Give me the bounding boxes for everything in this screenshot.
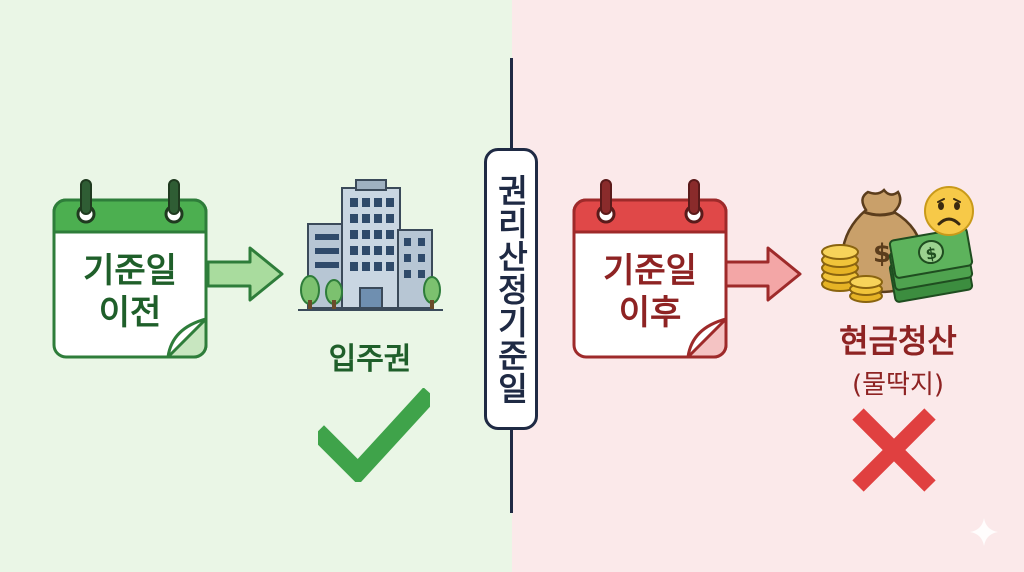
right-result-sublabel: (물딱지) bbox=[851, 370, 945, 400]
svg-text:$: $ bbox=[873, 239, 891, 269]
center-label-box: 권리산정기준일 bbox=[484, 148, 538, 430]
left-calendar-line2: 이전 bbox=[98, 293, 162, 333]
left-calendar-text: 기준일 이전 bbox=[54, 250, 206, 334]
apartment-building-icon bbox=[298, 179, 443, 311]
money-bag-icon: $ $ bbox=[821, 188, 974, 303]
svg-text:$: $ bbox=[924, 243, 938, 264]
x-mark-icon bbox=[852, 408, 936, 492]
center-label: 권리산정기준일 bbox=[492, 173, 530, 405]
left-calendar-icon bbox=[52, 179, 208, 359]
right-result-label: 현금청산 bbox=[839, 322, 957, 360]
right-calendar-line2: 이후 bbox=[618, 293, 682, 333]
left-result-label: 입주권 bbox=[328, 342, 412, 377]
right-calendar-text: 기준일 이후 bbox=[574, 250, 726, 334]
sparkle-icon bbox=[970, 518, 998, 546]
left-arrow-icon bbox=[206, 246, 284, 302]
right-calendar-icon bbox=[572, 179, 728, 359]
check-mark-icon bbox=[318, 388, 430, 482]
left-calendar-line1: 기준일 bbox=[83, 251, 177, 291]
right-calendar-line1: 기준일 bbox=[603, 251, 697, 291]
sad-face-icon bbox=[924, 186, 974, 236]
right-arrow-icon bbox=[724, 246, 802, 302]
